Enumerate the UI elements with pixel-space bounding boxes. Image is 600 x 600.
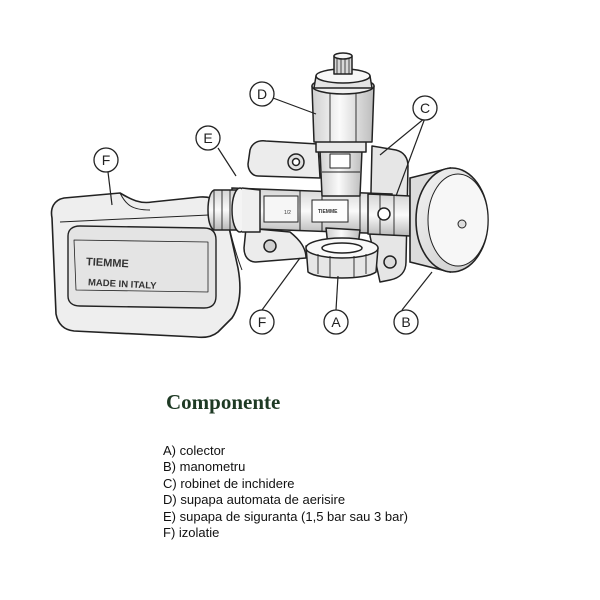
pipe-brand-text: TIEMME bbox=[318, 209, 338, 215]
callout-a: A bbox=[323, 309, 349, 335]
legend-item-b: B) manometru bbox=[163, 459, 246, 475]
callout-d: D bbox=[249, 81, 275, 107]
svg-text:A: A bbox=[331, 314, 341, 330]
section-title: Componente bbox=[166, 390, 281, 414]
insulation-brand-text: TIEMME bbox=[86, 256, 129, 270]
callout-f-insulation: F bbox=[93, 147, 119, 173]
size-marking-text: 1/2 bbox=[284, 210, 291, 216]
component-diagram: TIEMME MADE IN ITALY TIEMME 1/2 bbox=[50, 52, 489, 339]
riser-pipe bbox=[315, 139, 367, 197]
callout-f-lower: F bbox=[249, 309, 275, 335]
legend-item-f: F) izolatie bbox=[163, 525, 220, 541]
legend-item-e: E) supapa de siguranta (1,5 bar sau 3 ba… bbox=[163, 508, 408, 524]
insulation-shell bbox=[50, 192, 243, 339]
pressure-gauge bbox=[409, 166, 489, 274]
legend-item-a: A) colector bbox=[163, 443, 226, 458]
callout-leaders bbox=[107, 97, 433, 311]
svg-text:D: D bbox=[257, 86, 267, 102]
svg-text:F: F bbox=[258, 314, 267, 330]
component-legend: A) colector B) manometru C) robinet de i… bbox=[163, 443, 408, 541]
collector-outlet bbox=[305, 227, 379, 279]
svg-text:C: C bbox=[420, 100, 430, 116]
callout-b: B bbox=[393, 309, 419, 335]
shutoff-valve bbox=[367, 193, 411, 237]
insulation-origin-text: MADE IN ITALY bbox=[88, 277, 158, 292]
svg-text:B: B bbox=[401, 314, 410, 330]
svg-text:F: F bbox=[102, 152, 111, 168]
callout-c: C bbox=[412, 95, 438, 121]
air-vent bbox=[311, 52, 375, 143]
safety-valve bbox=[207, 187, 261, 233]
svg-text:E: E bbox=[203, 130, 212, 146]
legend-item-c: C) robinet de inchidere bbox=[163, 475, 295, 491]
legend-item-d: D) supapa automata de aerisire bbox=[163, 492, 346, 508]
callout-e: E bbox=[195, 125, 221, 151]
collector-body bbox=[243, 140, 409, 283]
